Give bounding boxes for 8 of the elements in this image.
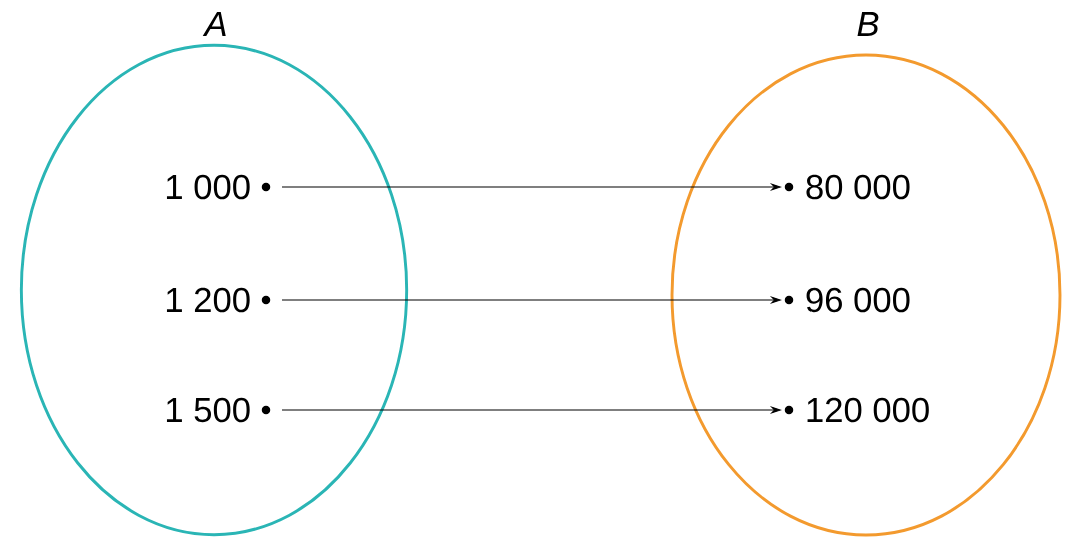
element-label: 1 000: [166, 174, 250, 200]
node-label: A: [202, 12, 226, 36]
element-label: 120 000: [807, 397, 929, 423]
element-label: 1 500: [166, 397, 250, 423]
node-label: B: [857, 12, 879, 36]
element-label: 80 000: [806, 174, 910, 200]
element-label: 1 200: [166, 287, 250, 313]
element-label: 96 000: [806, 287, 910, 313]
